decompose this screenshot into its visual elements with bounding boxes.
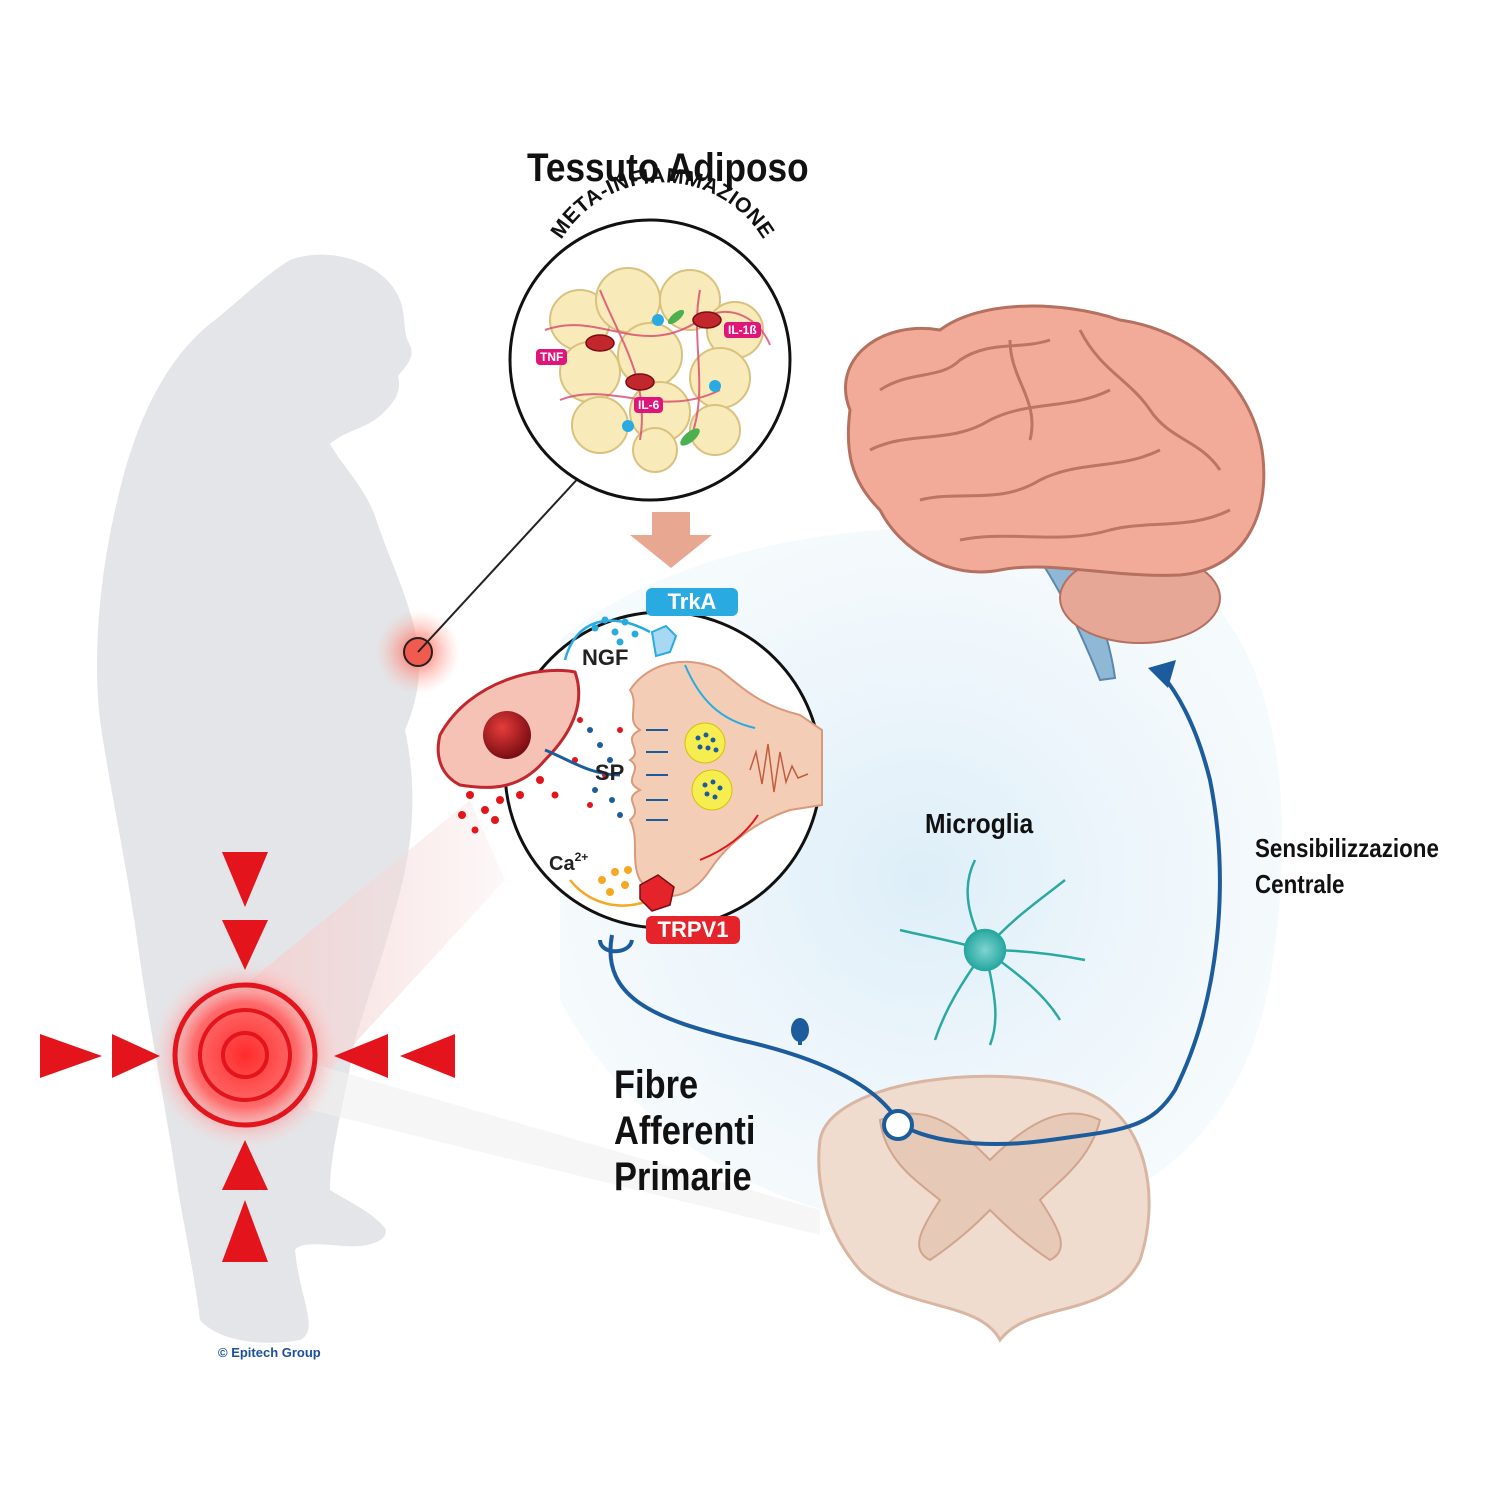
vesicle-contents: [695, 732, 723, 800]
ngf-arrow: [563, 619, 651, 661]
microglia-soma: [963, 928, 1007, 972]
knee-pain-ring-inner: [221, 1031, 269, 1079]
knee-pain-ring-mid: [198, 1008, 292, 1102]
copyright-notice: © Epitech Group: [218, 1345, 321, 1360]
action-potential-wave: [749, 743, 809, 793]
pain-arrow-left-2: [112, 1034, 160, 1078]
knee-pain-ring-outer: [172, 982, 318, 1128]
synapse-node: [882, 1109, 914, 1141]
vesicle-1: [684, 722, 726, 764]
calcium-particles: [598, 866, 632, 896]
cytokine-il1b-tag: IL-1ß: [724, 322, 761, 338]
macrophages: [585, 311, 722, 391]
adipose-tissue-title: Tessuto Adiposo: [527, 146, 809, 190]
pain-arrow-top-1: [222, 852, 268, 907]
mast-cell-nucleus: [483, 711, 531, 759]
central-sensitization-label: Sensibilizzazione Centrale: [1255, 830, 1439, 902]
ngf-label: NGF: [582, 645, 628, 670]
adipose-tissue-circle: [508, 218, 792, 502]
pain-arrow-bottom-1: [222, 1140, 268, 1190]
sp-arrow-to-mast-cell: [544, 748, 621, 777]
central-sensitization-line-1: Sensibilizzazione: [1255, 833, 1439, 863]
released-granules: [458, 776, 559, 834]
cytokine-tnf-tag: TNF: [536, 349, 568, 365]
pain-arrow-left-1: [40, 1034, 102, 1078]
pain-arrow-right-1: [334, 1034, 388, 1078]
cerebrum: [844, 304, 1266, 577]
dorsal-root-ganglion: [791, 1018, 809, 1042]
afferent-fibres-line-2: Afferenti: [614, 1109, 756, 1153]
projection-cone-lower: [300, 1060, 820, 1235]
trpv1-receptor-tag: TRPV1: [646, 916, 740, 944]
sp-particles: [587, 727, 623, 818]
primary-afferent-fibre: [608, 670, 1222, 1146]
trka-receptor-tag: TrkA: [646, 588, 738, 616]
sp-label: SP: [595, 760, 624, 785]
immune-cell-2: [709, 380, 721, 392]
sp-release-arrows: [646, 729, 668, 821]
pain-arrow-bottom-2: [222, 1200, 268, 1262]
calcium-label: Ca2+: [549, 850, 588, 875]
cytokine-il6-tag: IL-6: [634, 397, 664, 413]
afferent-fibres-line-1: Fibre: [614, 1063, 699, 1107]
trka-receptor: [650, 624, 678, 658]
central-sensitization-line-2: Centrale: [1255, 869, 1345, 899]
fibroblast-1: [680, 428, 700, 446]
knee-pain-glow: [150, 960, 340, 1150]
nerve-end-cup: [598, 939, 634, 954]
trka-signal-arrow: [684, 664, 756, 729]
pain-arrow-right-2: [400, 1034, 455, 1078]
trpv1-receptor: [639, 874, 675, 912]
pain-arrow-top-2: [222, 920, 268, 970]
down-arrow: [630, 512, 712, 568]
brain: [844, 304, 1266, 682]
microglia-label: Microglia: [925, 808, 1034, 839]
fibroblast-2: [667, 309, 685, 325]
ngf-particles: [591, 616, 639, 646]
brain-gyri: [869, 329, 1231, 542]
vesicle-2: [691, 769, 733, 811]
calcium-arrow: [569, 879, 646, 907]
microglia-cell: [899, 859, 1086, 1046]
immune-cell-3: [622, 420, 634, 432]
pain-arrows: [40, 852, 455, 1262]
belly-pointer-line: [417, 472, 584, 653]
immune-cell-1: [652, 314, 664, 326]
ascending-arrowhead: [1148, 660, 1176, 688]
afferent-fibres-line-3: Primarie: [614, 1155, 752, 1199]
spinal-cord: [817, 1074, 1151, 1343]
spinal-grey-matter: [878, 1112, 1102, 1262]
internal-red-arrow: [699, 814, 759, 861]
afferent-fibres-label: Fibre Afferenti Primarie: [614, 1062, 755, 1200]
